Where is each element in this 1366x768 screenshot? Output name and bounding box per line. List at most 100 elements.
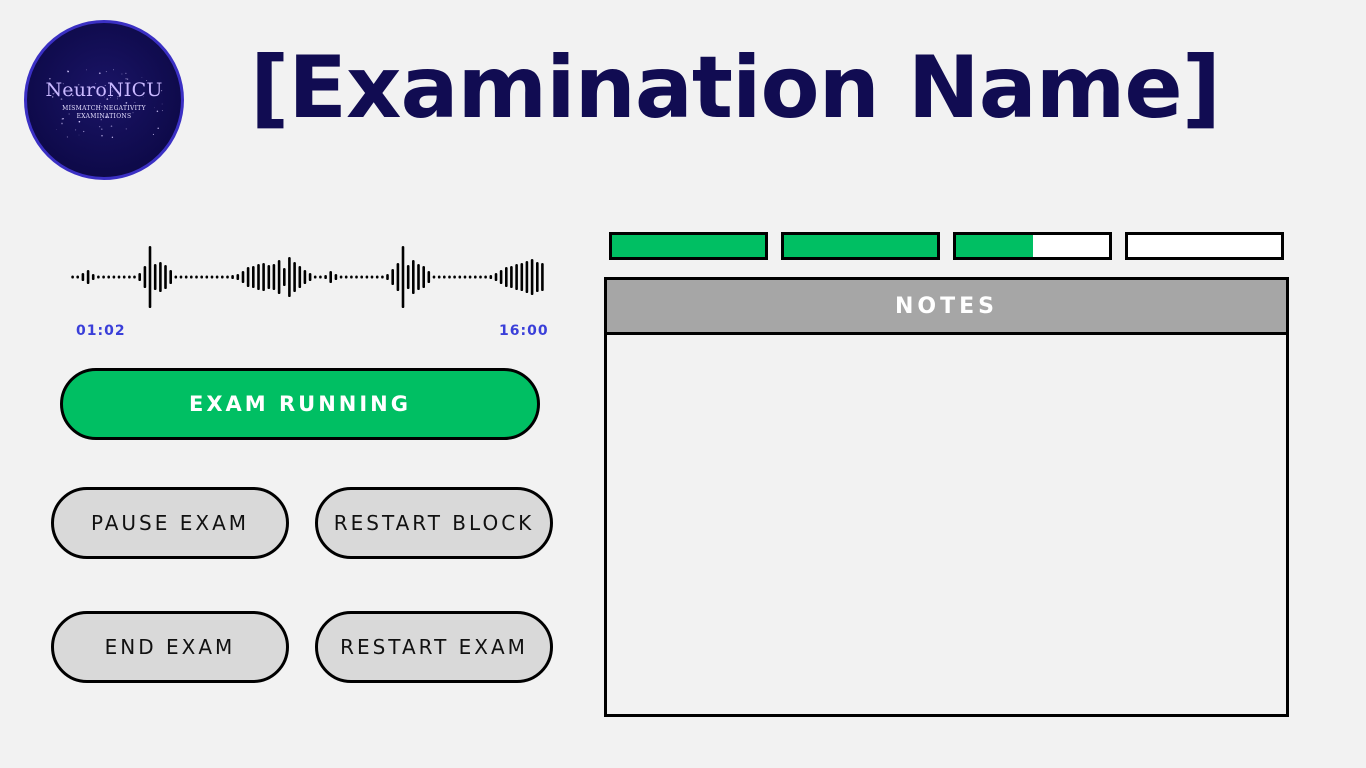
logo-star	[86, 69, 88, 71]
block-progress-bar	[781, 232, 940, 260]
logo-star	[125, 128, 127, 130]
waveform-bar	[81, 273, 85, 281]
logo-star	[49, 78, 51, 80]
waveform-bar	[427, 271, 431, 283]
logo-star	[126, 78, 129, 80]
waveform-bar	[350, 275, 353, 279]
waveform-bar	[288, 257, 291, 297]
waveform-bar	[128, 275, 131, 279]
waveform-bar	[515, 264, 518, 290]
logo-star	[95, 83, 97, 85]
logo-star	[99, 93, 101, 96]
waveform-bar	[417, 264, 420, 290]
waveform-bar	[468, 275, 472, 279]
waveform-bar	[246, 267, 250, 287]
waveform-bar	[283, 268, 286, 286]
waveform-bar	[406, 265, 410, 289]
logo-star	[67, 70, 69, 73]
waveform-bar	[505, 267, 508, 287]
waveform-bar	[510, 266, 513, 288]
notes-panel: NOTES	[604, 277, 1289, 717]
logo-star	[161, 103, 163, 105]
waveform-bar	[489, 275, 493, 279]
waveform-bar	[422, 266, 425, 288]
block-progress-bar	[953, 232, 1112, 260]
waveform-bar	[386, 274, 389, 280]
logo-star	[54, 92, 56, 94]
waveform-bar	[355, 275, 358, 279]
waveform-bar	[226, 275, 229, 279]
waveform-bar	[71, 275, 74, 279]
waveform-bar	[241, 271, 245, 283]
waveform-bar	[143, 266, 147, 288]
waveform-bar	[205, 275, 209, 279]
waveform-bar	[432, 275, 436, 279]
waveform-bar	[339, 275, 343, 279]
waveform-bar	[494, 273, 498, 281]
waveform-bar	[401, 246, 405, 308]
logo-star	[124, 94, 127, 97]
waveform-bar	[200, 275, 203, 279]
waveform-bar	[530, 259, 534, 295]
logo-star	[51, 96, 54, 98]
exam-running-button[interactable]: EXAM RUNNING	[60, 368, 540, 440]
app-logo: NeuroNICU MISMATCH NEGATIVITY EXAMINATIO…	[24, 20, 184, 180]
waveform-bar	[102, 275, 105, 279]
block-progress-fill	[956, 235, 1033, 257]
logo-subtitle-line-1: MISMATCH NEGATIVITY	[62, 105, 146, 112]
logo-star	[110, 97, 111, 98]
logo-star	[100, 119, 102, 121]
total-time: 16:00	[499, 323, 549, 339]
logo-star	[77, 83, 80, 86]
logo-star	[96, 105, 99, 108]
logo-star	[104, 96, 105, 98]
elapsed-time: 01:02	[76, 323, 126, 339]
end-exam-button[interactable]: END EXAM	[51, 611, 289, 683]
logo-star	[79, 108, 81, 110]
waveform-bar	[448, 275, 451, 279]
waveform-bar	[97, 275, 100, 279]
logo-star	[100, 105, 103, 108]
waveform-bar	[148, 246, 152, 308]
logo-star	[104, 84, 106, 87]
restart-exam-button[interactable]: RESTART EXAM	[315, 611, 553, 683]
waveform-bar	[381, 275, 384, 279]
logo-star	[75, 129, 77, 131]
logo-star	[106, 98, 109, 100]
restart-block-button[interactable]: RESTART BLOCK	[315, 487, 553, 559]
logo-star	[110, 86, 112, 89]
waveform-bar	[370, 275, 374, 279]
notes-header: NOTES	[607, 280, 1286, 335]
waveform-bar	[412, 260, 415, 294]
logo-star	[105, 116, 108, 118]
notes-text-area[interactable]	[607, 335, 1286, 714]
waveform-bar	[479, 275, 482, 279]
logo-star	[121, 73, 123, 75]
waveform-bar	[303, 270, 307, 284]
logo-subtitle-line-2: EXAMINATIONS	[76, 113, 132, 120]
logo-star	[117, 96, 119, 98]
waveform-bar	[293, 262, 296, 292]
logo-star	[62, 118, 64, 120]
logo-star	[125, 102, 128, 104]
waveform-bar	[195, 275, 198, 279]
logo-star	[60, 98, 63, 100]
waveform-bar	[484, 275, 487, 279]
logo-star	[83, 130, 85, 133]
logo-star	[125, 72, 127, 74]
block-progress-fill	[612, 235, 765, 257]
waveform-bar	[541, 263, 544, 291]
logo-star	[101, 128, 103, 130]
waveform-bar	[344, 275, 348, 279]
pause-exam-button[interactable]: PAUSE EXAM	[51, 487, 289, 559]
waveform-bar	[443, 275, 446, 279]
waveform-bar	[453, 275, 456, 279]
waveform-bar	[236, 274, 240, 280]
waveform-bar	[319, 275, 322, 279]
waveform-bar	[76, 275, 79, 279]
waveform-bar	[391, 269, 394, 285]
waveform-bar	[329, 271, 332, 283]
waveform-bar	[375, 275, 379, 279]
waveform-bar	[153, 264, 157, 290]
waveform-bar	[122, 275, 126, 279]
